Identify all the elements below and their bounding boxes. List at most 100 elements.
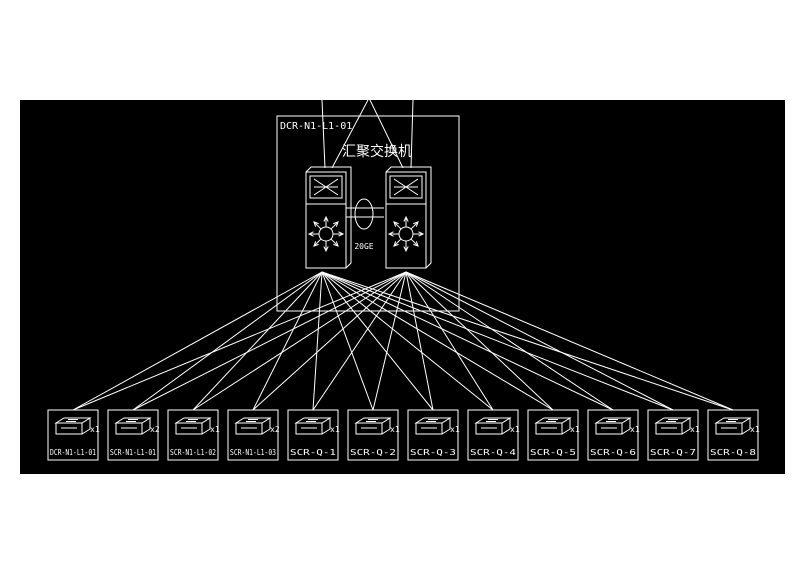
access-switch-label: SCR-N1-L1-01 — [110, 448, 156, 457]
mesh-link — [405, 271, 674, 411]
switch-icon — [234, 417, 272, 435]
access-switch-count: x1 — [690, 425, 700, 434]
access-switch-count: x2 — [270, 425, 280, 434]
chassis-outline — [305, 171, 347, 269]
access-switch-frame — [167, 409, 219, 461]
access-switch-frame — [107, 409, 159, 461]
access-switch-count: x1 — [390, 425, 400, 434]
access-switch-frame — [407, 409, 459, 461]
access-switch-label: SCR-Q-5 — [530, 448, 576, 457]
uplink-lines — [321, 99, 414, 169]
access-switch-label: SCR-N1-L1-03 — [230, 448, 276, 457]
uplink-line — [369, 99, 404, 169]
core-title: 汇聚交换机 — [342, 143, 412, 160]
router-icon — [309, 175, 343, 199]
access-switch-count: x1 — [330, 425, 340, 434]
mesh-link — [321, 271, 434, 411]
access-switch-count: x1 — [90, 425, 100, 434]
mesh-link — [312, 271, 407, 411]
access-switch-frame — [47, 409, 99, 461]
switch-icon — [474, 417, 512, 435]
access-switch-label: SCR-Q-7 — [650, 448, 696, 457]
access-switch-label: DCR-N1-L1-01 — [50, 448, 96, 457]
core-switch-right — [385, 166, 432, 269]
mesh-link — [132, 271, 323, 411]
switch-icon — [654, 417, 692, 435]
access-switch-label: SCR-N1-L1-02 — [170, 448, 216, 457]
chassis-outline — [385, 171, 427, 269]
uplink-line — [321, 99, 326, 169]
mesh-link — [405, 271, 554, 411]
router-icon — [389, 175, 423, 199]
access-switch-row: x1DCR-N1-L1-01x2SCR-N1-L1-01x1SCR-N1-L1-… — [47, 409, 760, 461]
mesh-link — [72, 271, 323, 411]
access-switch-frame — [587, 409, 639, 461]
access-switch-count: x1 — [450, 425, 460, 434]
mesh-link — [405, 271, 614, 411]
multilayer-switch-icon — [387, 215, 425, 253]
switch-icon — [594, 417, 632, 435]
link-label: 20GE — [354, 242, 373, 251]
switch-icon — [174, 417, 212, 435]
uplink-line — [410, 99, 414, 169]
mesh-link — [252, 271, 323, 411]
multilayer-switch-icon — [307, 215, 345, 253]
access-switch-frame — [287, 409, 339, 461]
access-switch-count: x1 — [570, 425, 580, 434]
core-switch-left — [305, 166, 352, 269]
mesh-link — [72, 271, 407, 411]
switch-icon — [414, 417, 452, 435]
access-switch-label: SCR-Q-1 — [290, 448, 336, 457]
switch-icon — [114, 417, 152, 435]
switch-icon — [354, 417, 392, 435]
access-switch-count: x1 — [510, 425, 520, 434]
access-switch-count: x1 — [750, 425, 760, 434]
mesh-link — [312, 271, 323, 411]
core-frame-label: DCR-N1-L1-01 — [280, 121, 352, 132]
access-switch-label: SCR-Q-6 — [590, 448, 636, 457]
switch-icon — [54, 417, 92, 435]
network-diagram: DCR-N1-L1-01 汇聚交换机 20GE x1DCR-N1-L1-01x2… — [47, 99, 760, 461]
mesh-link — [252, 271, 407, 411]
link-aggregation-ellipse — [354, 198, 374, 230]
access-switch-label: SCR-Q-3 — [410, 448, 456, 457]
access-switch-frame — [347, 409, 399, 461]
core-frame — [276, 115, 460, 312]
mesh-links — [72, 271, 734, 411]
mesh-link — [405, 271, 434, 411]
uplink-line — [331, 99, 369, 169]
access-switch-count: x1 — [630, 425, 640, 434]
chassis-edge — [305, 166, 352, 269]
core-switches — [305, 166, 432, 269]
access-switch-count: x1 — [210, 425, 220, 434]
mesh-link — [132, 271, 407, 411]
access-switch-label: SCR-Q-2 — [350, 448, 396, 457]
access-switch-count: x2 — [150, 425, 160, 434]
access-switch-frame — [227, 409, 279, 461]
switch-icon — [534, 417, 572, 435]
mesh-link — [192, 271, 323, 411]
access-switch-label: SCR-Q-4 — [470, 448, 516, 457]
switch-icon — [294, 417, 332, 435]
access-switch-frame — [707, 409, 759, 461]
mesh-link — [405, 271, 494, 411]
mesh-link — [321, 271, 374, 411]
mesh-link — [372, 271, 407, 411]
access-switch-label: SCR-Q-8 — [710, 448, 756, 457]
access-switch-frame — [467, 409, 519, 461]
chassis-edge — [385, 166, 432, 269]
access-switch-frame — [647, 409, 699, 461]
